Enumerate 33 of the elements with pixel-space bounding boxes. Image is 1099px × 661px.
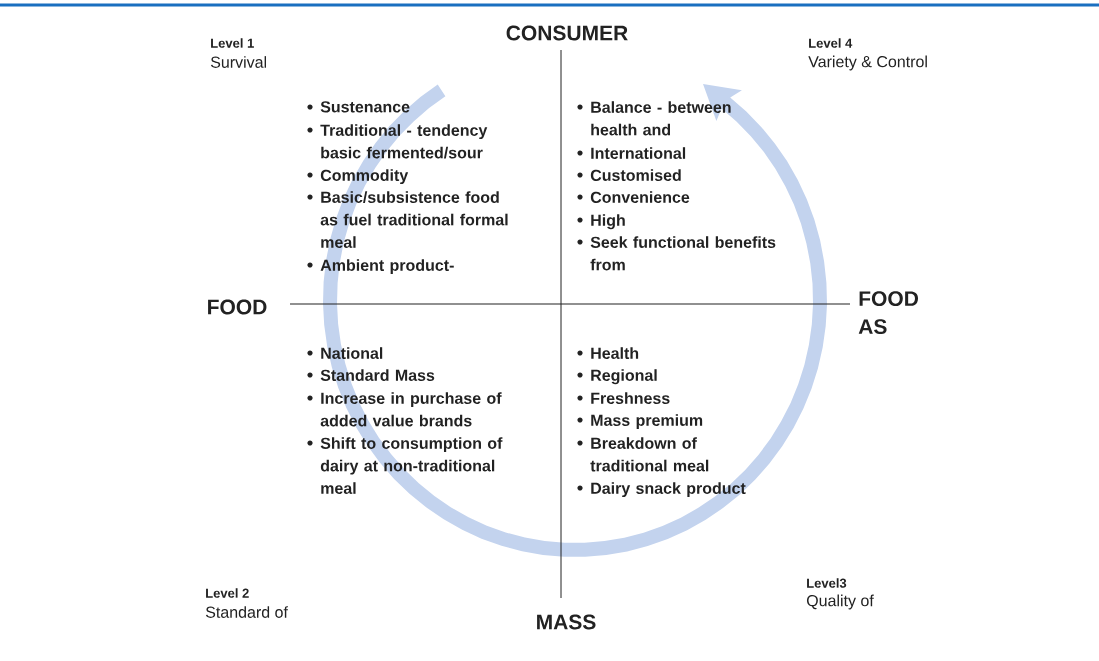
level-name: Survival bbox=[210, 56, 267, 68]
list-item: Balance - between health and bbox=[577, 101, 731, 136]
list-item: Mass premium bbox=[577, 414, 703, 430]
axis-label: FOOD AS bbox=[858, 291, 918, 335]
list-item: National bbox=[307, 347, 383, 359]
list-item: Dairy snack product bbox=[577, 482, 746, 498]
axis-label: CONSUMER bbox=[506, 25, 628, 41]
list-item: Shift to consumption of dairy at non-traditional meal bbox=[307, 437, 503, 494]
list-item: High bbox=[577, 214, 625, 230]
level-name: Quality of bbox=[806, 594, 874, 610]
level-name: Variety & Control bbox=[808, 55, 927, 71]
list-item: Standard Mass bbox=[307, 369, 435, 381]
list-item: Breakdown of traditional meal bbox=[577, 437, 709, 472]
list-item: Customised bbox=[577, 169, 681, 181]
list-item: Traditional - tendency basic fermented/sour bbox=[307, 124, 488, 159]
axis-label: MASS bbox=[537, 614, 596, 630]
level-label: Level 1 bbox=[211, 38, 254, 48]
list-item: Freshness bbox=[577, 392, 670, 404]
list-item: Regional bbox=[577, 369, 657, 385]
level-name: Standard of bbox=[205, 606, 288, 618]
list-item: Convenience bbox=[577, 191, 690, 203]
list-item: Seek functional benefits from bbox=[577, 236, 776, 271]
level-label: Level 4 bbox=[809, 38, 853, 48]
list-item: International bbox=[577, 147, 686, 159]
list-item: Basic/subsistence food as fuel traditional formal meal bbox=[307, 191, 508, 248]
level-label: Level3 bbox=[807, 578, 847, 588]
level-label: Level 2 bbox=[206, 588, 249, 598]
list-item: Sustenance bbox=[307, 101, 410, 113]
list-item: Commodity bbox=[307, 169, 409, 185]
axis-label: FOOD bbox=[208, 299, 267, 315]
list-item: Ambient product- bbox=[307, 259, 454, 275]
list-item: Increase in purchase of added value brands bbox=[307, 392, 502, 427]
list-item: Health bbox=[577, 347, 639, 359]
